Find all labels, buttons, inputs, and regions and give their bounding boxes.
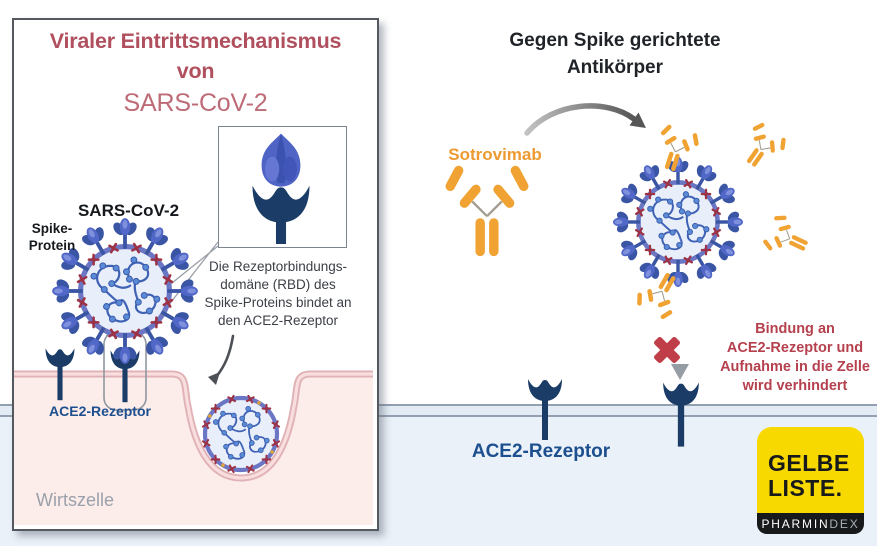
virus-label: SARS-CoV-2 xyxy=(77,201,180,220)
viral-entry-panel: Viraler Eintrittsmechanismus von SARS-Co… xyxy=(12,18,379,531)
right-title: Gegen Spike gerichtete Antikörper xyxy=(509,30,721,78)
rbd-inset-caption: Die Rezeptorbindungs- domäne (RBD) des S… xyxy=(204,259,352,328)
free-antibody-icon xyxy=(759,210,816,265)
logo-yellow-box: GELBE LISTE. xyxy=(757,427,864,513)
rbd-binding-icon xyxy=(219,127,343,244)
sotrovimab-antibody-icon xyxy=(442,162,532,258)
red-x-icon xyxy=(654,337,680,363)
endocytosed-virus-icon xyxy=(203,396,279,472)
logo-line2: LISTE. xyxy=(768,475,843,501)
ace2-receptor-icon xyxy=(663,382,699,447)
entry-arrow-icon xyxy=(208,334,235,385)
curved-arrow-icon xyxy=(524,103,646,136)
sotrovimab-label: Sotrovimab xyxy=(448,145,542,164)
free-antibody-icon xyxy=(733,118,792,177)
ace2-receptor-icon xyxy=(528,379,562,440)
panel-title: Viraler Eintrittsmechanismus von SARS-Co… xyxy=(49,29,342,117)
logo-line1: GELBE xyxy=(768,450,850,476)
ace2-receptor-label-right: ACE2-Rezeptor xyxy=(471,441,611,462)
spike-protein-label: Spike- Protein xyxy=(28,221,76,253)
host-cell-membrane xyxy=(14,370,373,525)
sars-cov-2-virus-with-antibodies xyxy=(613,157,743,287)
blocked-down-arrow-icon xyxy=(671,312,689,380)
host-cell-label: Wirtszelle xyxy=(36,490,115,510)
left-diagram-graphics xyxy=(14,20,373,525)
ace2-receptor-label-left: ACE2-Rezeptor xyxy=(49,403,151,419)
rbd-inset-box xyxy=(218,126,347,248)
blocked-entry-text: Bindung an ACE2-Rezeptor und Aufnahme in… xyxy=(720,321,870,394)
